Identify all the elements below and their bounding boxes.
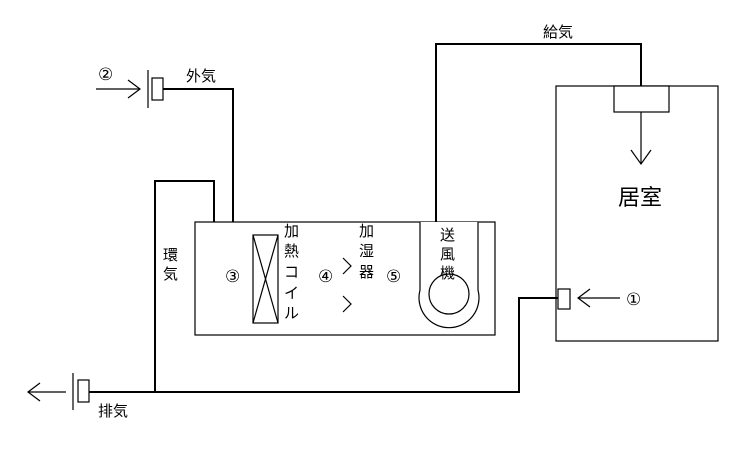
humidifier-label-1: 加 (359, 222, 374, 240)
room-airflow-arrow-head (630, 149, 652, 166)
humidifier-label-3: 器 (359, 263, 374, 281)
point-1-marker: ① (626, 290, 641, 310)
humidifier-label-2: 湿 (359, 242, 374, 260)
heating-coil-label-2: 熱 (284, 242, 299, 260)
return-air-label-2: 気 (163, 265, 178, 283)
heating-coil-label-1: 加 (284, 222, 299, 240)
heating-coil-label-3: コ (284, 263, 299, 281)
heating-coil-cross-b (252, 234, 279, 324)
outdoor-air-duct (163, 88, 234, 222)
humidifier-nozzle-bottom (342, 295, 352, 313)
room-label: 居室 (618, 186, 662, 211)
outdoor-arrow-head (127, 79, 141, 99)
point-5-marker: ⑤ (386, 267, 401, 287)
fan-impeller (428, 273, 470, 315)
return-air-label-1: 環 (163, 246, 178, 264)
return-arrow-head (577, 288, 591, 308)
supply-duct (435, 43, 642, 222)
supply-diffuser (613, 85, 670, 113)
exhaust-air-label: 排気 (98, 402, 128, 420)
point-2-marker: ② (98, 65, 113, 85)
fan-label-3: 機 (440, 264, 455, 282)
outdoor-air-inlet (151, 77, 164, 101)
supply-air-label: 給気 (543, 23, 573, 41)
humidifier-nozzle-top (342, 257, 352, 275)
exhaust-arrow-head (27, 382, 41, 402)
point-4-marker: ④ (318, 267, 333, 287)
outdoor-air-label: 外気 (186, 67, 216, 85)
exhaust-damper (77, 379, 90, 403)
return-air-grille (557, 288, 571, 310)
heating-coil-label-5: ル (284, 304, 299, 322)
fan-label-2: 風 (440, 245, 455, 263)
point-3-marker: ③ (225, 267, 240, 287)
heating-coil-label-4: イ (284, 284, 299, 302)
fan-label-1: 送 (440, 226, 455, 244)
